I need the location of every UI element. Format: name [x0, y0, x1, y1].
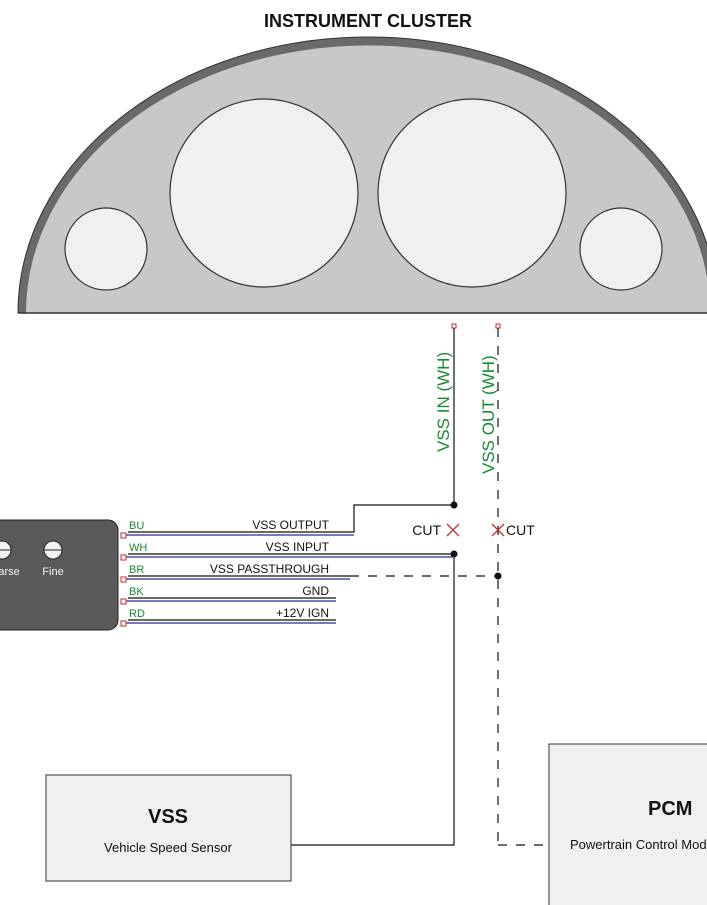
- pin-color-wh: WH: [129, 542, 147, 554]
- pin-label-ign: +12V IGN: [276, 606, 329, 620]
- pin-label-vss-passthrough: VSS PASSTHROUGH: [210, 562, 329, 576]
- gauge-large-left: [169, 98, 359, 288]
- vss-box-subtitle: Vehicle Speed Sensor: [104, 840, 233, 855]
- pin-label-vss-input: VSS INPUT: [266, 540, 330, 554]
- module-body: [0, 519, 119, 631]
- speed-calibrator-module: Coarse Fine: [0, 519, 119, 631]
- pcm-box: PCM Powertrain Control Module: [548, 743, 707, 905]
- pin-color-rd: RD: [129, 608, 145, 620]
- pin-label-vss-output: VSS OUTPUT: [252, 518, 329, 532]
- gauge-large-right: [377, 98, 567, 288]
- cut-label-right: CUT: [506, 522, 535, 538]
- wire-vss-output: [128, 504, 454, 533]
- pin-color-bu: BU: [129, 520, 144, 532]
- terminal-br: [120, 576, 127, 583]
- pin-label-gnd: GND: [302, 584, 329, 598]
- instrument-cluster: [17, 36, 707, 314]
- gauge-small-left: [64, 207, 148, 291]
- knob-coarse[interactable]: [0, 540, 12, 560]
- terminal-bu: [120, 532, 127, 539]
- knob-fine-label: Fine: [42, 566, 63, 578]
- module-terminals: [120, 532, 127, 627]
- pcm-box-frame: [548, 743, 707, 905]
- gauge-small-right: [579, 207, 663, 291]
- cut-marker-left: [446, 523, 460, 537]
- pcm-box-subtitle: Powertrain Control Module: [570, 837, 707, 852]
- cut-label-left: CUT: [412, 522, 441, 538]
- vss-out-label: VSS OUT (WH): [479, 355, 498, 474]
- terminal-vss-out: [495, 323, 501, 329]
- vss-box-title: VSS: [148, 806, 188, 828]
- wire-to-vss-sensor: [291, 554, 455, 846]
- vss-in-label: VSS IN (WH): [434, 352, 453, 452]
- diagram-title: INSTRUMENT CLUSTER: [264, 11, 472, 31]
- knob-fine[interactable]: [43, 540, 63, 560]
- cut-x-left-b: [446, 523, 460, 537]
- cut-x-right-b: [491, 523, 505, 537]
- vss-sensor-box: VSS Vehicle Speed Sensor: [45, 774, 292, 882]
- terminal-wh: [120, 554, 127, 561]
- vss-box-frame: [45, 774, 292, 882]
- pcm-box-title: PCM: [648, 798, 692, 820]
- junction-vss-output: [450, 501, 458, 509]
- pin-color-bk: BK: [129, 586, 144, 598]
- terminal-rd: [120, 620, 127, 627]
- junction-passthrough: [494, 572, 502, 580]
- knob-coarse-label: Coarse: [0, 566, 20, 578]
- terminal-vss-in: [451, 323, 457, 329]
- pin-color-br: BR: [129, 564, 144, 576]
- cut-marker-right: [491, 523, 505, 537]
- terminal-bk: [120, 598, 127, 605]
